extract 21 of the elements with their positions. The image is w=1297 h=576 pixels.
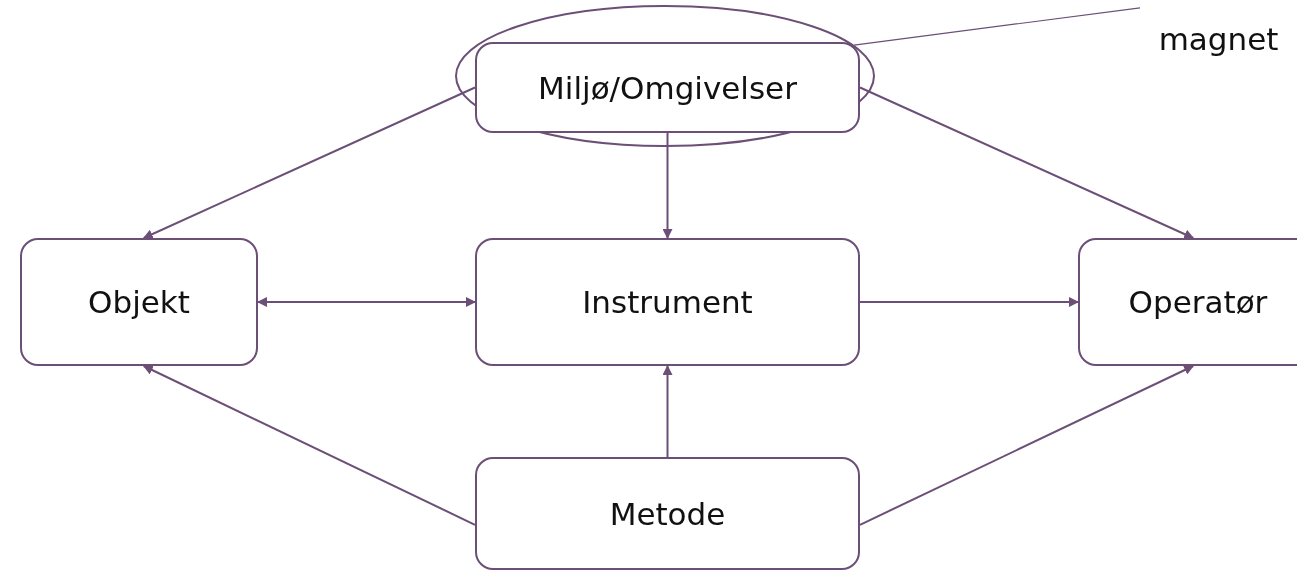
arrow bbox=[859, 365, 1195, 526]
arrow bbox=[662, 365, 673, 458]
process-box bbox=[475, 42, 860, 133]
process-box bbox=[20, 238, 258, 366]
arrow bbox=[142, 86, 476, 239]
arrow bbox=[662, 132, 673, 239]
ellipse-shape bbox=[455, 5, 875, 147]
node-label: Instrument bbox=[582, 284, 753, 320]
node-label: Metode bbox=[609, 495, 726, 532]
arrow bbox=[257, 297, 476, 307]
arrow bbox=[142, 365, 476, 526]
process-box bbox=[475, 238, 860, 366]
node-label: Objekt bbox=[88, 284, 190, 320]
node-label: magnet bbox=[1158, 21, 1279, 57]
leader-line bbox=[853, 7, 1141, 46]
arrow bbox=[859, 297, 1079, 307]
process-box bbox=[475, 457, 860, 570]
node-label: Operatør bbox=[1128, 284, 1268, 320]
arrow bbox=[859, 86, 1195, 239]
node-label: Miljø/Omgivelser bbox=[538, 69, 797, 106]
process-box bbox=[1078, 238, 1297, 366]
